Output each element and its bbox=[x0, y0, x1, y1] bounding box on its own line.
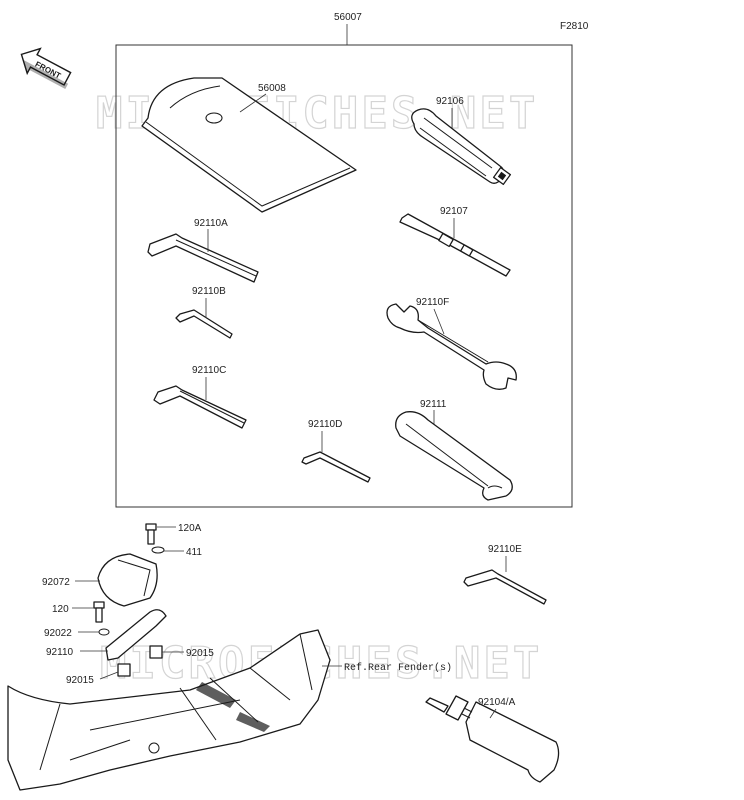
lever-92111 bbox=[395, 411, 513, 501]
hex-wrench-92110C bbox=[153, 385, 247, 429]
grease-tube-92104A bbox=[425, 695, 560, 783]
bracket-assembly bbox=[7, 523, 331, 791]
figure-code: F2810 bbox=[560, 21, 589, 32]
label-92110B: 92110B bbox=[192, 286, 226, 297]
front-arrow-icon: FRONT bbox=[20, 47, 72, 90]
label-92111: 92111 bbox=[420, 399, 447, 410]
label-92104A: 92104/A bbox=[478, 697, 516, 708]
screwdriver-handle-92106 bbox=[411, 108, 512, 186]
hex-wrench-92110B bbox=[175, 309, 233, 339]
label-92015-lower: 92015 bbox=[66, 675, 94, 686]
label-92107: 92107 bbox=[440, 206, 468, 217]
label-92110: 92110 bbox=[46, 647, 74, 658]
label-92022: 92022 bbox=[44, 628, 72, 639]
tool-bag-56008 bbox=[141, 77, 357, 213]
label-120A: 120A bbox=[178, 523, 202, 534]
tool-kit-box bbox=[115, 44, 573, 508]
label-92015-upper: 92015 bbox=[186, 648, 214, 659]
label-56008: 56008 bbox=[258, 83, 286, 94]
hex-wrench-92110D bbox=[301, 451, 371, 483]
screwdriver-bit-92107 bbox=[399, 213, 511, 277]
label-92110D: 92110D bbox=[308, 419, 342, 430]
open-end-wrench-92110F bbox=[386, 303, 517, 390]
label-92110F: 92110F bbox=[416, 297, 449, 308]
label-92072: 92072 bbox=[42, 577, 70, 588]
hex-wrench-92110E bbox=[463, 569, 547, 605]
hex-wrench-92110A bbox=[147, 233, 259, 283]
label-411: 411 bbox=[186, 547, 202, 558]
label-92110C: 92110C bbox=[192, 365, 226, 376]
reference-note: Ref.Rear Fender(s) bbox=[344, 662, 452, 674]
label-92110E: 92110E bbox=[488, 544, 522, 555]
assembly-label: 56007 bbox=[334, 12, 362, 23]
label-92106: 92106 bbox=[436, 96, 464, 107]
label-92110A: 92110A bbox=[194, 218, 228, 229]
label-120: 120 bbox=[52, 604, 69, 615]
